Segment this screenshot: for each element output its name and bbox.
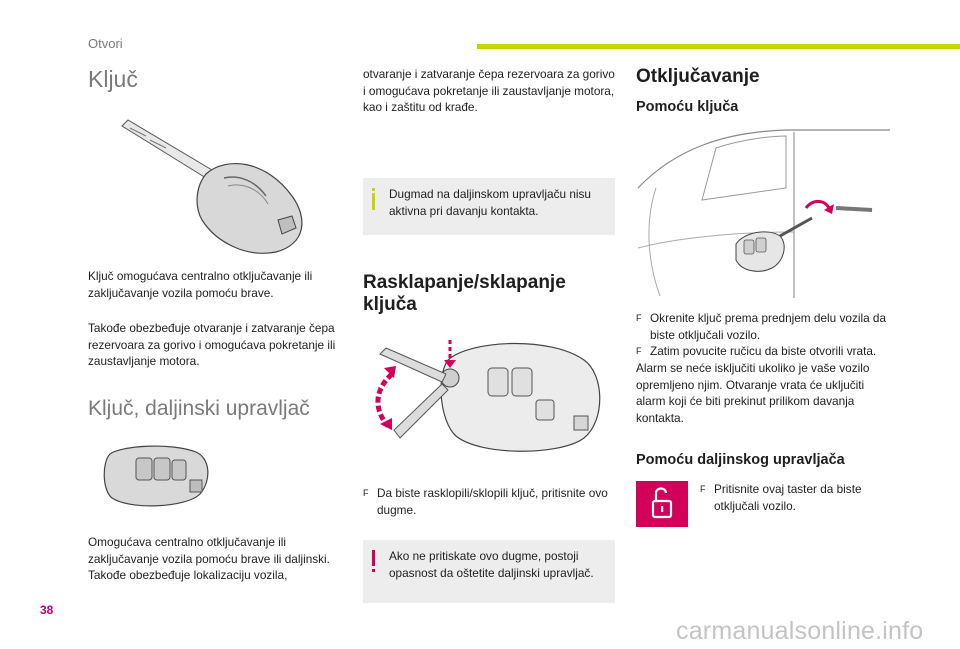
- warning-note-box: Ako ne pritiskate ovo dugme, postoji opa…: [363, 540, 615, 603]
- subtitle-with-key: Pomoću ključa: [636, 99, 739, 115]
- bullet-marker: F: [363, 488, 369, 498]
- bullet-marker: F: [636, 313, 642, 323]
- unlock-step-1-text: Okrenite ključ prema prednjem delu vozil…: [650, 311, 887, 342]
- info-note-box: Dugmad na daljinskom upravljaču nisu akt…: [363, 178, 615, 235]
- unlock-step-2: F Zatim povucite ručicu da biste otvoril…: [636, 343, 892, 360]
- unlock-button-icon: [636, 481, 688, 527]
- unlock-step-1: F Okrenite ključ prema prednjem delu voz…: [636, 310, 892, 343]
- key-illustration: [116, 116, 312, 256]
- bullet-marker: F: [700, 484, 706, 494]
- fold-instruction: F Da biste rasklopili/sklopili ključ, pr…: [363, 485, 619, 518]
- unlock-step-2-text: Zatim povucite ručicu da biste otvorili …: [650, 344, 877, 358]
- subtitle-with-remote: Pomoću daljinskog upravljača: [636, 452, 845, 468]
- remote-key-illustration: [100, 440, 212, 512]
- info-note-text: Dugmad na daljinskom upravljaču nisu akt…: [389, 187, 591, 218]
- title-unlock: Otključavanje: [636, 66, 760, 87]
- remote-unlock-step-text: Pritisnite ovaj taster da biste otključa…: [714, 482, 862, 513]
- remote-unlock-step: F Pritisnite ovaj taster da biste otklju…: [700, 481, 880, 514]
- title-key-remote: Ključ, daljinski upravljač: [88, 397, 310, 420]
- title-fold: Rasklapanje/sklapanje ključa: [363, 272, 566, 315]
- alarm-note: Alarm se neće isključiti ukoliko je vaše…: [636, 361, 870, 425]
- key-description: Ključ omogućava centralno otključavanje …: [88, 269, 313, 300]
- bullet-marker: F: [636, 346, 642, 356]
- info-icon: [372, 188, 375, 210]
- warning-icon: [372, 550, 375, 572]
- continued-text: otvaranje i zatvaranje čepa rezervoara z…: [363, 67, 615, 114]
- fold-key-illustration: [370, 330, 606, 458]
- remote-description: Omogućava centralno otključavanje ili za…: [88, 535, 330, 582]
- warning-note-text: Ako ne pritiskate ovo dugme, postoji opa…: [389, 549, 594, 580]
- title-key: Ključ: [88, 66, 138, 92]
- door-unlock-illustration: [636, 128, 890, 298]
- header-accent-bar: [477, 44, 960, 49]
- key-functions: Takođe obezbeđuje otvaranje i zatvaranje…: [88, 321, 336, 368]
- section-header: Otvori: [88, 36, 123, 51]
- page-number: 38: [40, 603, 54, 617]
- watermark: carmanualsonline.info: [676, 617, 924, 645]
- fold-instruction-text: Da biste rasklopili/sklopili ključ, prit…: [377, 486, 608, 517]
